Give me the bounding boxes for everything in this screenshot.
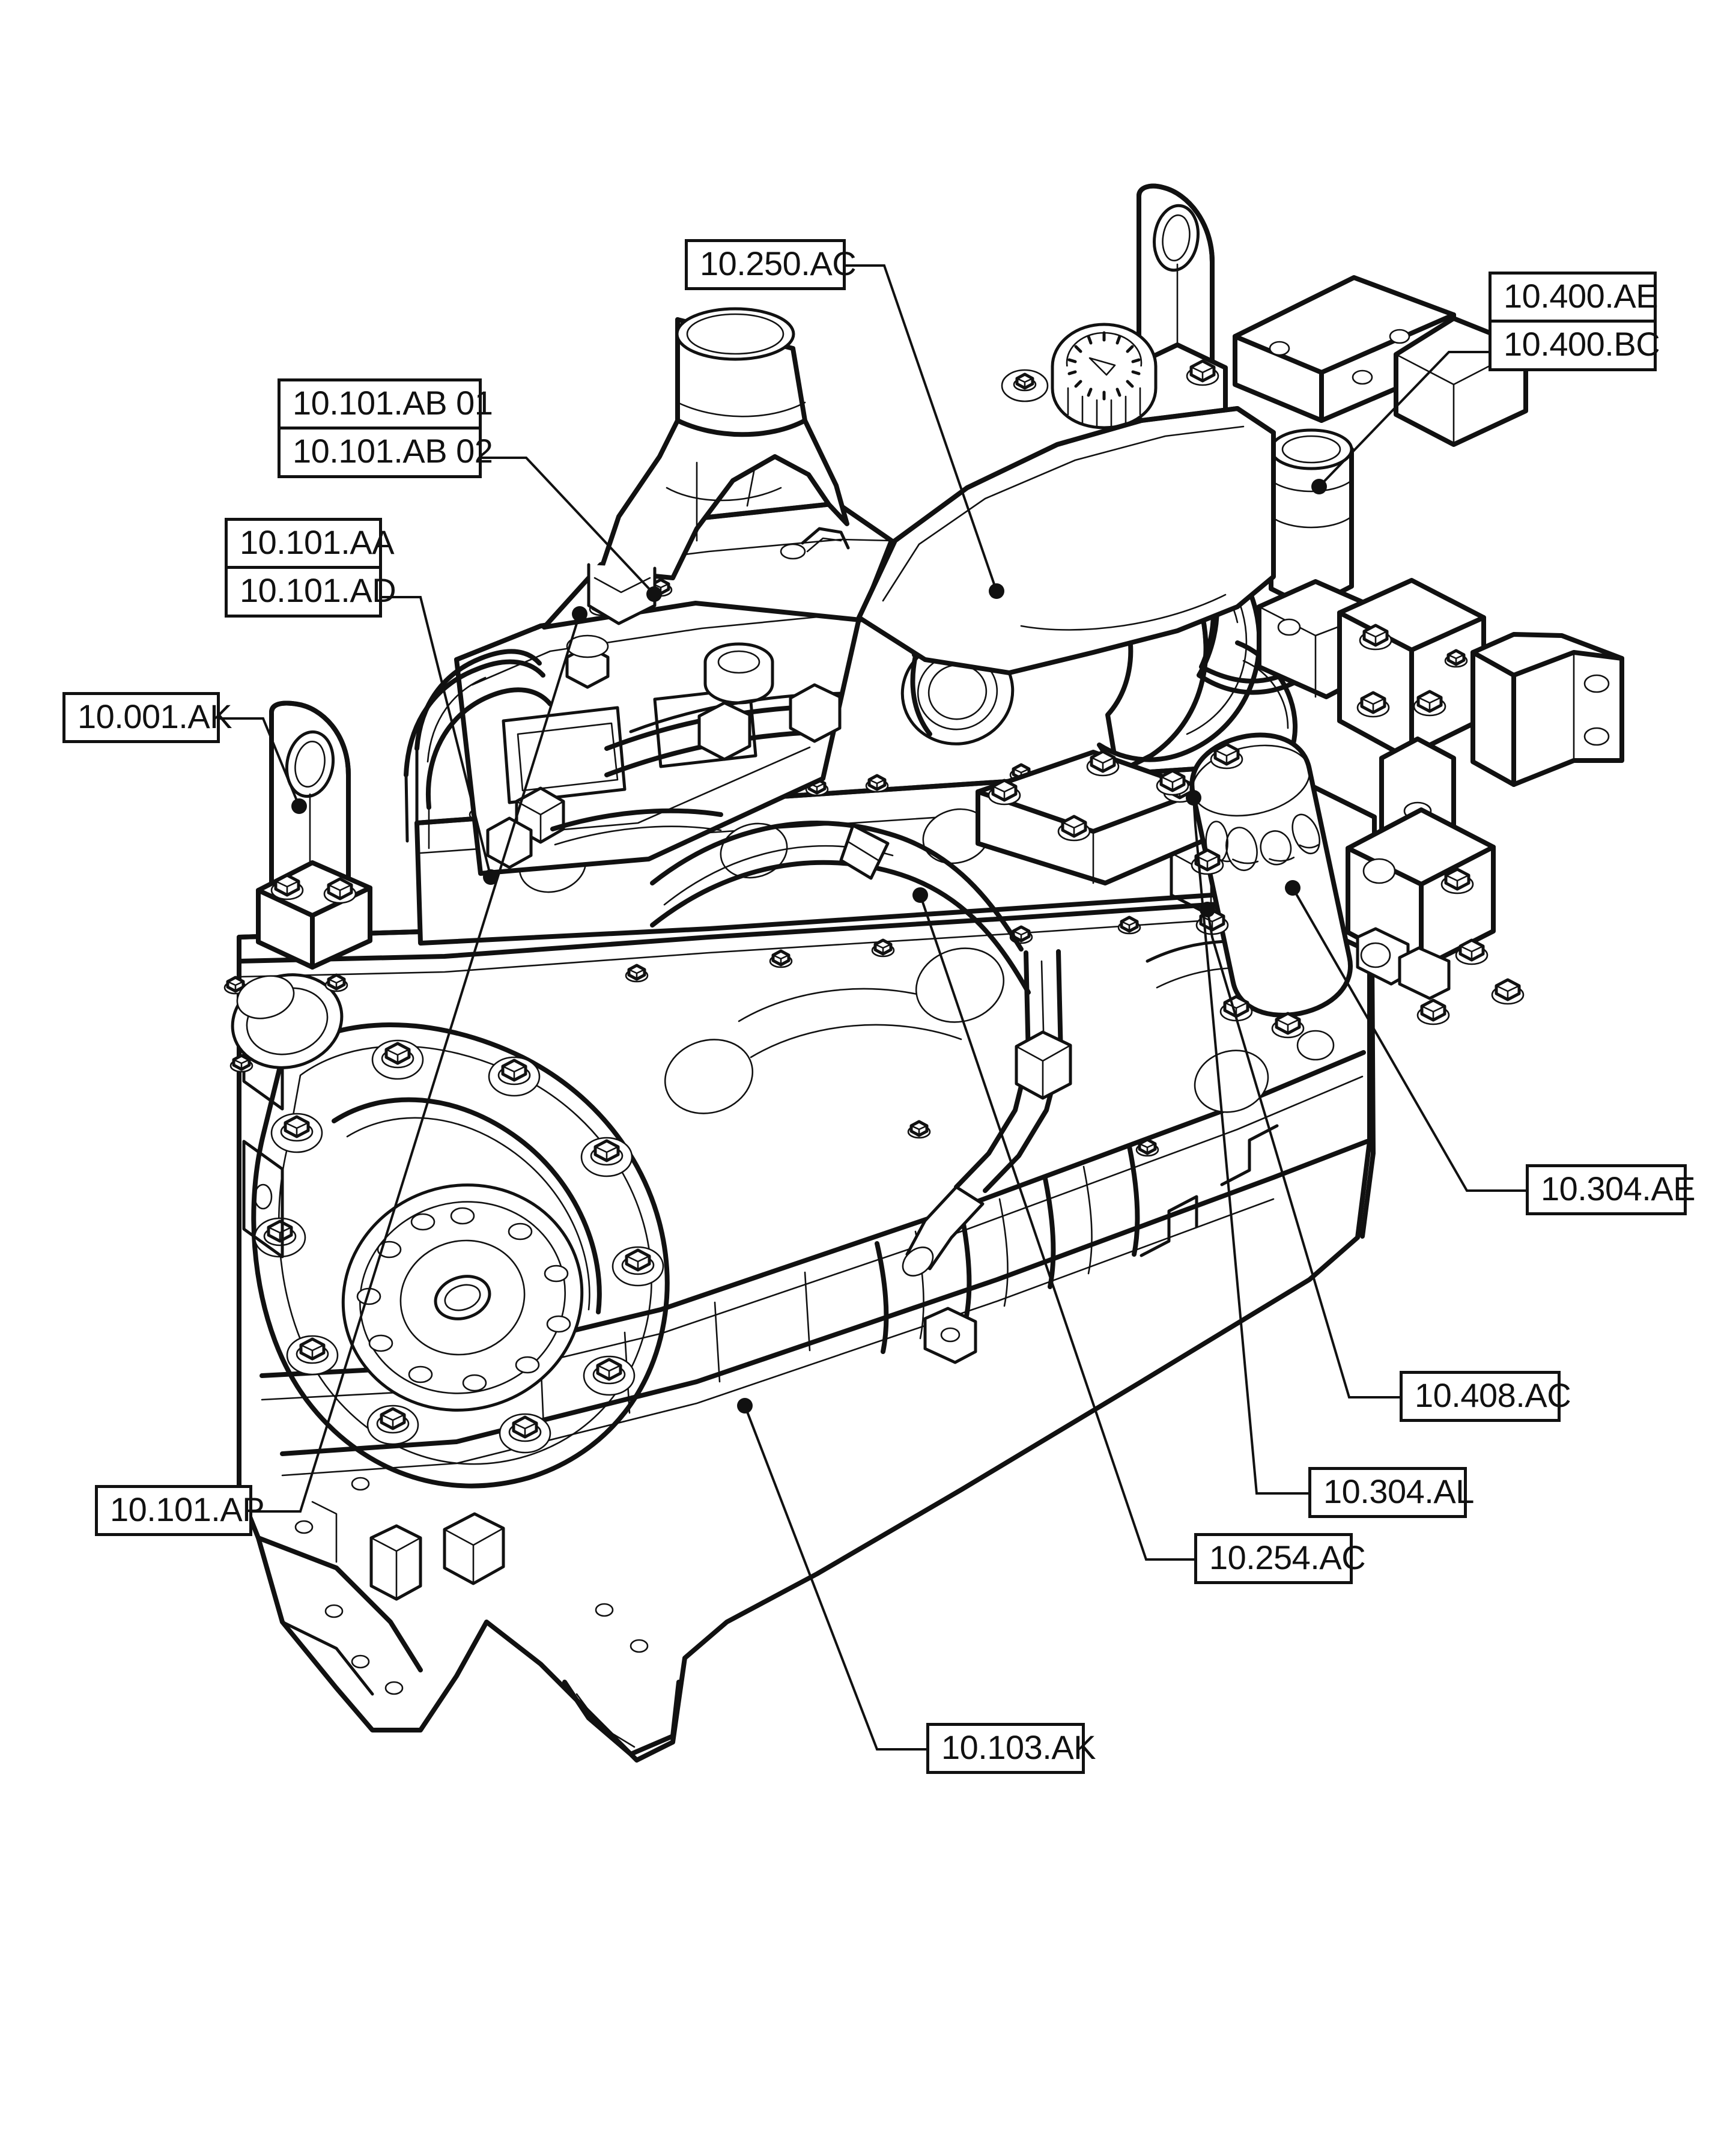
callout-10-408-ac[interactable]: 10.408.AC	[1400, 1371, 1571, 1423]
callout-10-254-ac[interactable]: 10.254.AC	[1194, 1533, 1366, 1585]
callout-10-001-ak[interactable]: 10.001.AK	[62, 692, 232, 744]
callout-code: 10.101.AB 02	[281, 427, 493, 475]
callout-10-400[interactable]: 10.400.AE 10.400.BC	[1489, 272, 1660, 371]
callout-code: 10.103.AK	[941, 1728, 1096, 1766]
callout-code: 10.101.AP	[110, 1490, 265, 1528]
callout-code: 10.304.AE	[1541, 1170, 1696, 1207]
callout-code: 10.254.AC	[1209, 1538, 1366, 1576]
callout-code: 10.101.AA	[240, 523, 395, 561]
callout-code: 10.101.AD	[228, 566, 396, 614]
callout-code: 10.101.AB 01	[293, 384, 493, 422]
callout-10-103-ak[interactable]: 10.103.AK	[926, 1723, 1096, 1775]
callout-10-101-ap[interactable]: 10.101.AP	[95, 1485, 265, 1537]
callout-code: 10.250.AC	[700, 244, 857, 282]
callout-10-304-al[interactable]: 10.304.AL	[1308, 1467, 1474, 1519]
callout-10-101-ab[interactable]: 10.101.AB 01 10.101.AB 02	[278, 378, 493, 478]
callout-code: 10.400.AE	[1504, 277, 1659, 315]
callout-code: 10.400.BC	[1492, 320, 1660, 368]
callout-code: 10.001.AK	[77, 697, 232, 735]
callout-10-250-ac[interactable]: 10.250.AC	[685, 239, 857, 291]
callout-code: 10.304.AL	[1323, 1472, 1474, 1510]
callout-10-101-aa-ad[interactable]: 10.101.AA 10.101.AD	[225, 518, 396, 618]
callout-code: 10.408.AC	[1415, 1376, 1571, 1414]
callout-10-304-ae[interactable]: 10.304.AE	[1526, 1164, 1696, 1216]
